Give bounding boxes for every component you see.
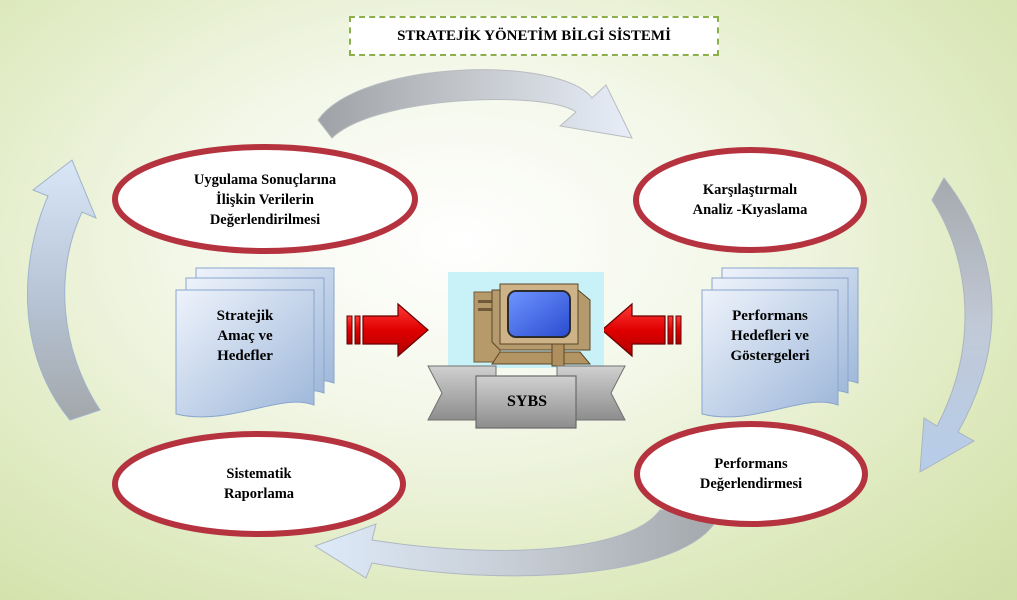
diagram-title: STRATEJİK YÖNETİM BİLGİ SİSTEMİ — [349, 16, 719, 56]
document-label-right: Performans Hedefleri ve Göstergeleri — [730, 308, 810, 364]
red-arrow-right — [346, 302, 429, 358]
oval-label-bottom-left: Sistematik Raporlama — [223, 466, 295, 502]
oval-label-bottom-right: Performans Değerlendirmesi — [699, 456, 803, 492]
oval-top-right — [633, 147, 867, 253]
document-stack-left — [175, 267, 335, 418]
red-arrow-left — [601, 302, 682, 358]
oval-bottom-right — [634, 421, 868, 527]
cycle-arrow-top — [317, 69, 633, 139]
document-stack-right — [701, 267, 859, 418]
cycle-arrow-right — [919, 177, 993, 473]
oval-label-top-left: Uygulama Sonuçlarına İlişkin Verilerin D… — [193, 172, 337, 228]
cycle-arrow-bottom — [313, 509, 721, 579]
document-label-left: Stratejik Amaç ve Hedefler — [216, 308, 274, 364]
computer-icon — [448, 272, 604, 368]
sybs-banner — [427, 365, 626, 429]
oval-top-left — [112, 144, 418, 254]
cycle-arrow-left — [27, 159, 101, 421]
oval-bottom-left — [112, 431, 406, 537]
oval-label-top-right: Karşılaştırmalı Analiz -Kıyaslama — [692, 182, 808, 218]
sybs-label: SYBS — [506, 393, 548, 410]
